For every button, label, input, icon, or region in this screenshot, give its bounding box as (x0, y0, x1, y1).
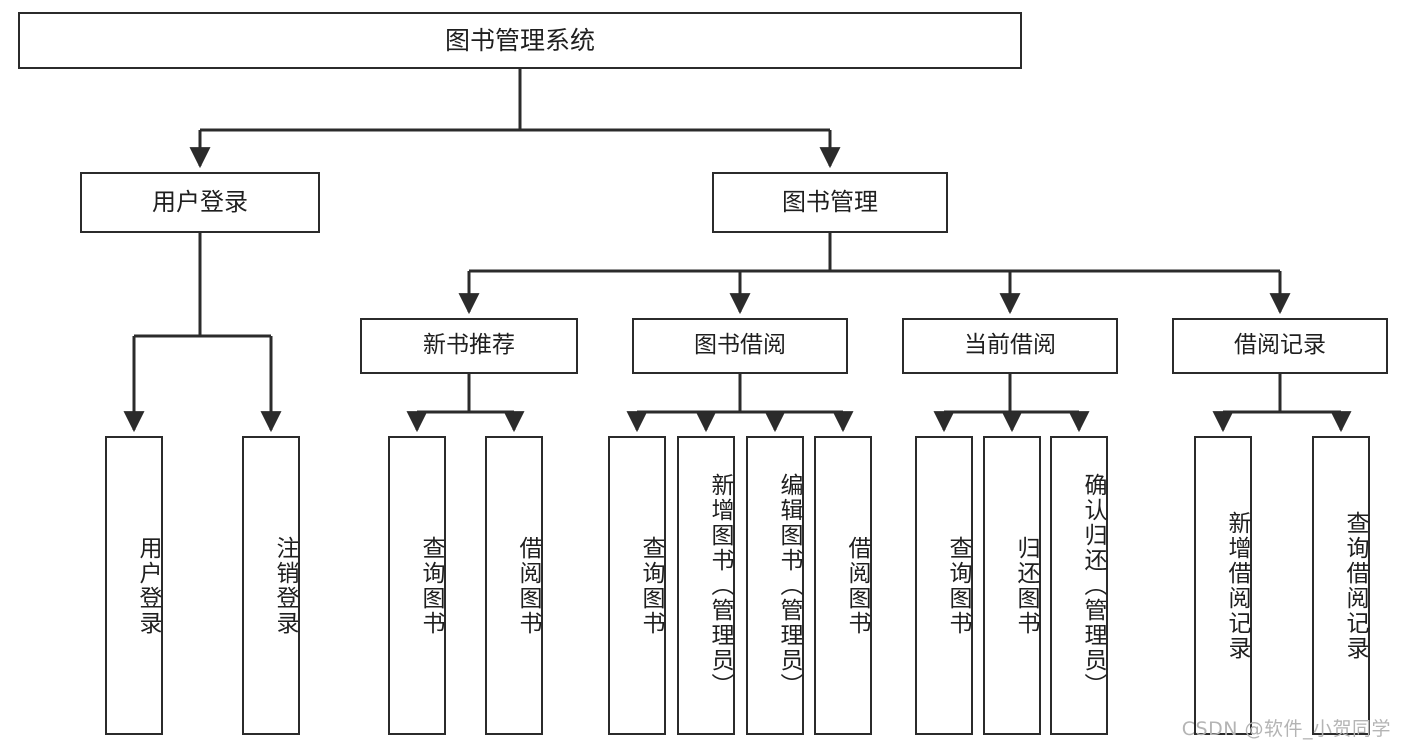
node-book-borrow-label: 图书借阅 (694, 332, 786, 359)
node-leaf-confirm-return-admin[interactable]: 确认归还（管理员） (1050, 436, 1108, 735)
node-leaf-add-borrow-record[interactable]: 新增借阅记录 (1194, 436, 1252, 735)
node-current-borrow-label: 当前借阅 (964, 332, 1056, 359)
node-leaf-borrow-book-label: 借阅图书 (844, 535, 870, 636)
node-leaf-add-borrow-record-label: 新增借阅记录 (1224, 510, 1250, 661)
node-leaf-query-borrow-record-label: 查询借阅记录 (1342, 510, 1368, 661)
node-borrow-record[interactable]: 借阅记录 (1172, 318, 1388, 374)
node-leaf-return-book-label: 归还图书 (1013, 535, 1039, 636)
node-book-management-label: 图书管理 (782, 188, 878, 217)
node-new-book-recommend-label: 新书推荐 (423, 332, 515, 359)
node-root-system-label: 图书管理系统 (444, 25, 595, 55)
node-new-book-recommend[interactable]: 新书推荐 (360, 318, 578, 374)
node-leaf-query-book-current-label: 查询图书 (945, 535, 971, 636)
node-leaf-confirm-return-admin-label: 确认归还（管理员） (1080, 473, 1106, 698)
node-book-management[interactable]: 图书管理 (712, 172, 948, 233)
node-user-login[interactable]: 用户登录 (80, 172, 320, 233)
node-leaf-user-login-label: 用户登录 (135, 535, 161, 636)
node-leaf-query-book-current[interactable]: 查询图书 (915, 436, 973, 735)
node-leaf-borrow-book[interactable]: 借阅图书 (814, 436, 872, 735)
node-user-login-label: 用户登录 (152, 188, 248, 217)
node-leaf-return-book[interactable]: 归还图书 (983, 436, 1041, 735)
node-leaf-add-book-admin-label: 新增图书（管理员） (707, 473, 733, 698)
node-leaf-borrow-book-recommend[interactable]: 借阅图书 (485, 436, 543, 735)
node-leaf-add-book-admin[interactable]: 新增图书（管理员） (677, 436, 735, 735)
node-leaf-query-book[interactable]: 查询图书 (608, 436, 666, 735)
node-leaf-logout[interactable]: 注销登录 (242, 436, 300, 735)
node-book-borrow[interactable]: 图书借阅 (632, 318, 848, 374)
node-leaf-query-book-label: 查询图书 (638, 535, 664, 636)
node-leaf-borrow-book-recommend-label: 借阅图书 (515, 535, 541, 636)
node-leaf-user-login[interactable]: 用户登录 (105, 436, 163, 735)
node-current-borrow[interactable]: 当前借阅 (902, 318, 1118, 374)
node-root-system[interactable]: 图书管理系统 (18, 12, 1022, 69)
node-leaf-query-book-recommend[interactable]: 查询图书 (388, 436, 446, 735)
node-borrow-record-label: 借阅记录 (1234, 332, 1326, 359)
node-leaf-edit-book-admin[interactable]: 编辑图书（管理员） (746, 436, 804, 735)
node-leaf-logout-label: 注销登录 (272, 535, 298, 636)
node-leaf-query-book-recommend-label: 查询图书 (418, 535, 444, 636)
node-leaf-query-borrow-record[interactable]: 查询借阅记录 (1312, 436, 1370, 735)
node-leaf-edit-book-admin-label: 编辑图书（管理员） (776, 473, 802, 698)
